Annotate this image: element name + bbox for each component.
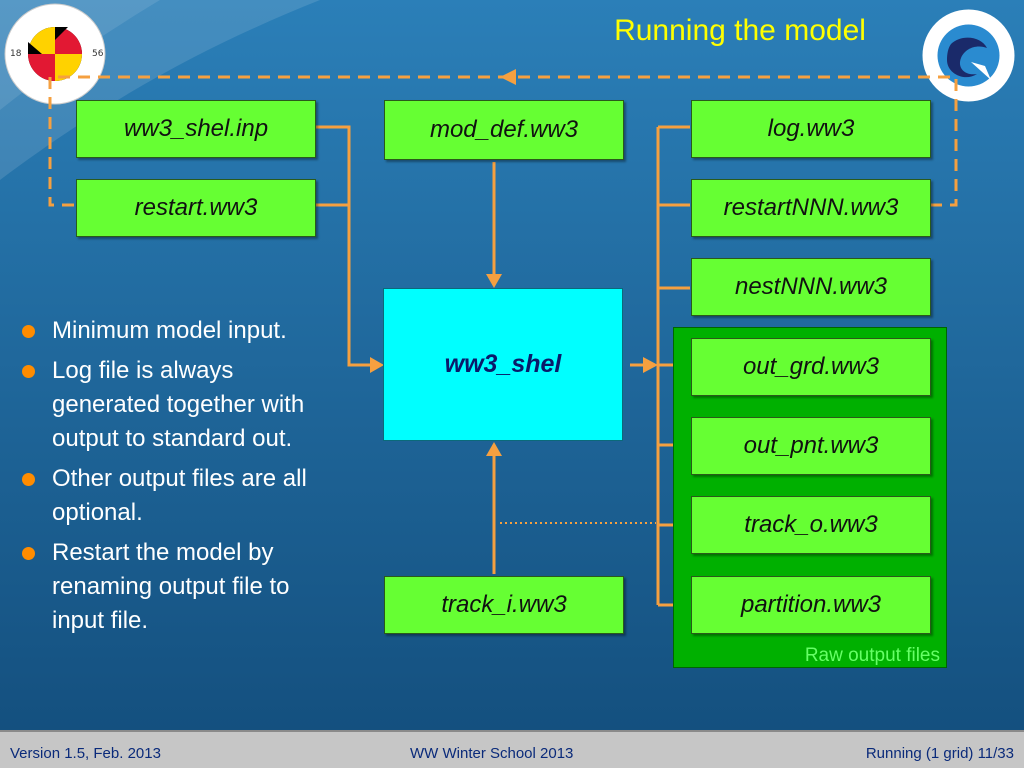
output-box-log: log.ww3 xyxy=(691,100,931,158)
output-box-label: out_pnt.ww3 xyxy=(743,432,879,459)
bullet-item: Restart the model by renaming output fil… xyxy=(18,536,323,638)
input-box-restart: restart.ww3 xyxy=(76,179,316,237)
bullet-text: Log file is always generated together wi… xyxy=(52,357,305,452)
tracki-arrowhead xyxy=(486,442,502,456)
output-box-label: nestNNN.ww3 xyxy=(734,273,888,300)
output-box-out-pnt: out_pnt.ww3 xyxy=(691,417,931,475)
restart-loop-arrowhead xyxy=(500,69,516,85)
bullet-item: Minimum model input. xyxy=(18,314,323,348)
output-box-restart-nnn: restartNNN.ww3 xyxy=(691,179,931,237)
footer-version: Version 1.5, Feb. 2013 xyxy=(10,745,161,762)
bullet-list: Minimum model input. Log file is always … xyxy=(18,314,323,644)
output-box-label: restartNNN.ww3 xyxy=(723,194,899,221)
input-box-label: ww3_shel.inp xyxy=(123,115,269,142)
input-box-mod-def: mod_def.ww3 xyxy=(384,100,624,160)
bullet-dot-icon xyxy=(22,473,35,486)
slide-title: Running the model xyxy=(614,14,866,47)
input-box-ww3-shel-inp: ww3_shel.inp xyxy=(76,100,316,158)
input-box-label: track_i.ww3 xyxy=(441,591,567,618)
output-box-nest-nnn: nestNNN.ww3 xyxy=(691,258,931,316)
output-box-label: track_o.ww3 xyxy=(744,511,878,538)
input-box-label: restart.ww3 xyxy=(134,194,258,221)
shel-input-arrowhead xyxy=(370,357,384,373)
shel-output-arrowhead xyxy=(643,357,658,373)
output-box-out-grd: out_grd.ww3 xyxy=(691,338,931,396)
footer-event: WW Winter School 2013 xyxy=(410,745,574,762)
bullet-text: Other output files are all optional. xyxy=(52,465,307,526)
input-box-track-i: track_i.ww3 xyxy=(384,576,624,634)
umd-logo: 18 56 xyxy=(2,2,108,106)
output-box-label: partition.ww3 xyxy=(740,591,882,618)
output-box-track-o: track_o.ww3 xyxy=(691,496,931,554)
footer-page: Running (1 grid) 11/33 xyxy=(865,745,1014,762)
program-box-label: ww3_shel xyxy=(444,350,562,378)
program-box-ww3-shel: ww3_shel xyxy=(383,288,623,441)
bullet-item: Log file is always generated together wi… xyxy=(18,354,323,456)
raw-output-label: Raw output files xyxy=(804,645,940,666)
footer-bar: Version 1.5, Feb. 2013 WW Winter School … xyxy=(0,730,1024,768)
umd-year-right: 56 xyxy=(92,49,104,59)
bullet-dot-icon xyxy=(22,365,35,378)
bullet-dot-icon xyxy=(22,547,35,560)
bullet-dot-icon xyxy=(22,325,35,338)
input-bracket-connector xyxy=(316,125,376,367)
output-box-label: log.ww3 xyxy=(767,115,855,142)
output-box-label: out_grd.ww3 xyxy=(742,353,880,380)
output-box-partition: partition.ww3 xyxy=(691,576,931,634)
bullet-text: Restart the model by renaming output fil… xyxy=(52,539,290,634)
bullet-item: Other output files are all optional. xyxy=(18,462,323,530)
input-box-label: mod_def.ww3 xyxy=(429,116,579,143)
umd-year-left: 18 xyxy=(10,49,22,59)
moddef-arrowhead xyxy=(486,274,502,288)
bullet-text: Minimum model input. xyxy=(52,317,287,344)
